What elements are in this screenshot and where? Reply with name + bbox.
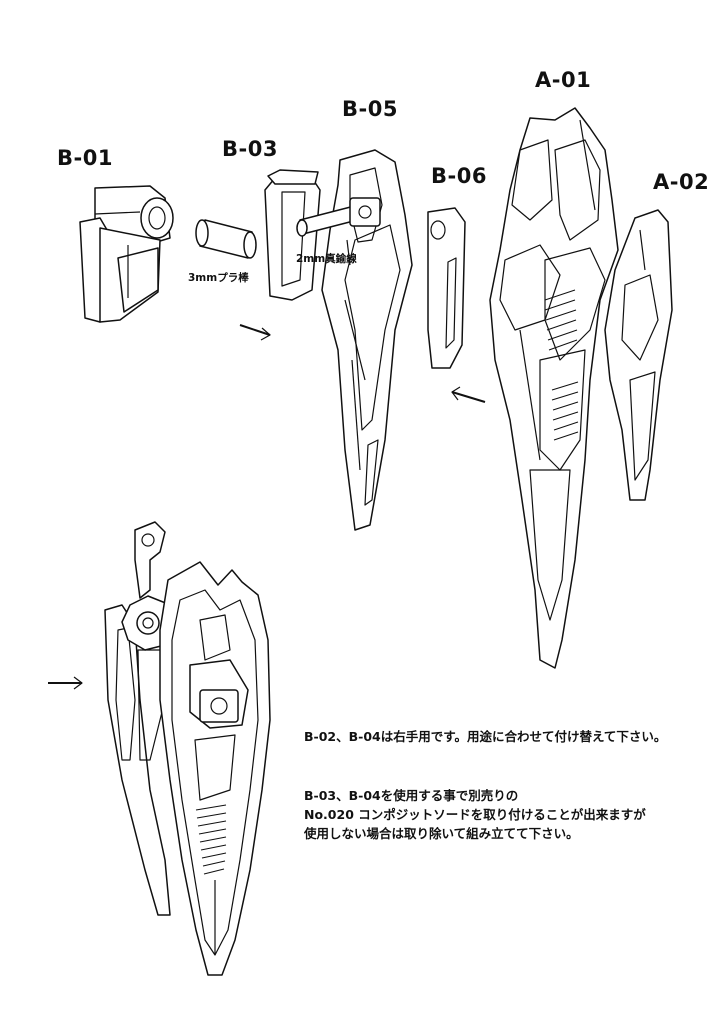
part-b06-drawing bbox=[427, 207, 466, 369]
label-a02: A-02 bbox=[653, 170, 710, 194]
label-b05: B-05 bbox=[342, 97, 398, 121]
part-b01-drawing bbox=[79, 185, 174, 323]
part-a02-drawing bbox=[604, 209, 673, 501]
note-line-3: No.020 コンポジットソードを取り付けることが出来ますが bbox=[304, 807, 646, 822]
label-b01: B-01 bbox=[57, 146, 113, 170]
arrow-right-bottom bbox=[48, 676, 83, 690]
label-b03: B-03 bbox=[222, 137, 278, 161]
assembled-blade-drawing bbox=[104, 521, 271, 976]
note-line-1: B-02、B-04は右手用です。用途に合わせて付け替えて下さい。 bbox=[304, 729, 667, 744]
note-line-2: B-03、B-04を使用する事で別売りの bbox=[304, 788, 519, 803]
part-a01-drawing bbox=[489, 107, 619, 669]
label-rod-3mm: 3mmプラ棒 bbox=[188, 272, 249, 284]
label-b06: B-06 bbox=[431, 164, 487, 188]
label-wire-2mm: 2mm真鍮線 bbox=[296, 253, 357, 265]
part-b03-drawing bbox=[264, 169, 321, 301]
arrow-left-middle bbox=[451, 386, 486, 403]
note-line-4: 使用しない場合は取り除いて組み立てて下さい。 bbox=[304, 826, 579, 841]
arrow-right-top bbox=[239, 324, 271, 341]
label-a01: A-01 bbox=[535, 68, 592, 92]
rod-3mm-drawing bbox=[195, 219, 257, 259]
part-b05-drawing bbox=[296, 149, 413, 531]
